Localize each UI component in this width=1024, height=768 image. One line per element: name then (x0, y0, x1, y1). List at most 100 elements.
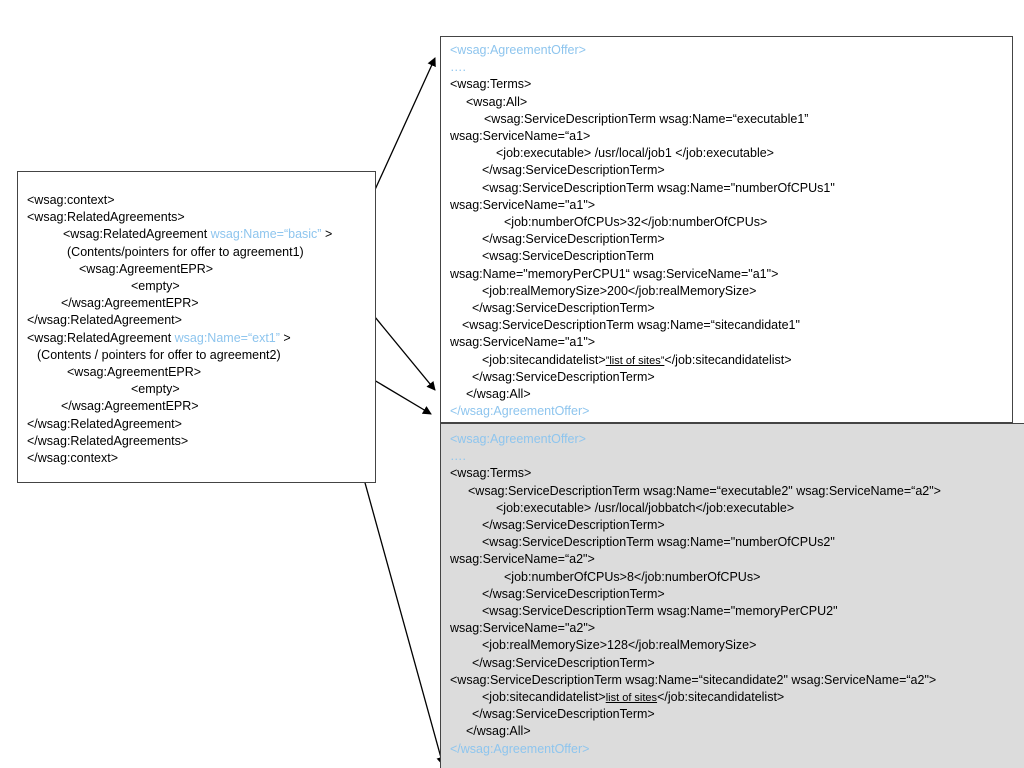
xml-text: <wsag:ServiceDescriptionTerm wsag:Name=“… (462, 318, 800, 333)
xml-text: <wsag:ServiceDescriptionTerm wsag:Name="… (482, 180, 835, 195)
xml-text: <job:executable> /usr/local/jobbatch</jo… (496, 500, 795, 515)
offer1-xml-line: </wsag:ServiceDescriptionTerm> (482, 162, 665, 179)
xml-text: <wsag:ServiceDescriptionTerm wsag:Name=“… (450, 672, 937, 687)
offer2-xml-line: wsag:ServiceName="a2"> (450, 620, 595, 637)
xml-text: <job:realMemorySize>128</job:realMemoryS… (482, 638, 757, 653)
offer1-xml-line: <job:sitecandidatelist>”list of sites”</… (482, 352, 792, 369)
context-xml-line: </wsag:AgreementEPR> (61, 295, 199, 312)
xml-text: </wsag:RelatedAgreement> (27, 416, 182, 431)
offer1-xml-line: </wsag:ServiceDescriptionTerm> (472, 369, 655, 386)
context-xml-line: <empty> (131, 278, 180, 295)
context-xml-line: </wsag:context> (27, 450, 118, 467)
context-xml-line: <wsag:context> (27, 192, 115, 209)
xml-text: wsag:Name=“ext1” (174, 330, 280, 345)
xml-text: </wsag:ServiceDescriptionTerm> (482, 518, 665, 532)
offer2-xml-line: <wsag:ServiceDescriptionTerm wsag:Name="… (482, 534, 835, 551)
xml-text: </wsag:ServiceDescriptionTerm> (472, 655, 655, 670)
xml-text: <job:executable> /usr/local/job1 </job:e… (496, 146, 774, 161)
context-xml-line: </wsag:RelatedAgreement> (27, 416, 182, 433)
agreement-offer-1-box: <wsag:AgreementOffer> …. <wsag:Terms> <wsag… (440, 36, 1013, 423)
xml-text: <job:numberOfCPUs>32</job:numberOfCPUs> (504, 215, 768, 229)
xml-text: …. (450, 60, 466, 75)
xml-text: <job:numberOfCPUs>8</job:numberOfCPUs> (504, 569, 761, 584)
offer2-xml-line: …. (450, 448, 466, 465)
offer2-xml-line: </wsag:ServiceDescriptionTerm> (472, 655, 655, 672)
offer2-xml-line: <wsag:Terms> (450, 465, 531, 482)
xml-text: </wsag:AgreementOffer> (450, 741, 590, 756)
context-xml-line: <wsag:RelatedAgreement wsag:Name=“ext1” … (27, 330, 291, 347)
xml-text: <wsag:ServiceDescriptionTerm wsag:Name=“… (468, 483, 941, 498)
xml-text: <wsag:ServiceDescriptionTerm (482, 249, 654, 264)
xml-text: </wsag:ServiceDescriptionTerm> (482, 163, 665, 178)
xml-text: <wsag:RelatedAgreement (27, 330, 175, 345)
xml-text: <wsag:context> (27, 193, 115, 207)
context-xml-line: </wsag:AgreementEPR> (61, 398, 199, 415)
context-xml-line: <wsag:AgreementEPR> (67, 364, 201, 381)
xml-text: </wsag:ServiceDescriptionTerm> (472, 301, 655, 315)
offer2-xml-line: </wsag:AgreementOffer> (450, 741, 589, 758)
context-xml-line: (Contents/pointers for offer to agreemen… (67, 244, 304, 261)
xml-text: </wsag:ServiceDescriptionTerm> (482, 232, 665, 247)
offer1-xml-line: <wsag:AgreementOffer> (450, 42, 586, 59)
xml-text: </job:sitecandidatelist> (664, 352, 792, 367)
xml-text: </wsag:ServiceDescriptionTerm> (482, 586, 665, 601)
offer1-xml-line: </wsag:AgreementOffer> (450, 403, 589, 420)
xml-text: (Contents/pointers for offer to agreemen… (67, 244, 304, 259)
xml-text: </wsag:ServiceDescriptionTerm> (472, 707, 655, 722)
site-list-link[interactable]: list of sites (605, 692, 658, 704)
offer1-xml-line: <wsag:ServiceDescriptionTerm wsag:Name=“… (462, 317, 800, 334)
offer2-xml-line: <job:numberOfCPUs>8</job:numberOfCPUs> (504, 569, 760, 586)
offer1-xml-line: <wsag:ServiceDescriptionTerm wsag:Name="… (482, 180, 835, 197)
xml-text: </wsag:AgreementEPR> (61, 399, 199, 414)
offer1-xml-line: wsag:ServiceName="a1"> (450, 197, 595, 214)
offer1-xml-line: wsag:ServiceName="a1"> (450, 334, 595, 351)
xml-text: > (279, 330, 291, 345)
context-xml-line: </wsag:RelatedAgreements> (27, 433, 188, 450)
xml-text: > (321, 227, 333, 242)
context-xml-line: <wsag:RelatedAgreement wsag:Name=“basic”… (63, 226, 332, 243)
xml-text: …. (450, 449, 466, 464)
offer2-xml-line: <job:realMemorySize>128</job:realMemoryS… (482, 637, 756, 654)
context-xml-line: </wsag:RelatedAgreement> (27, 312, 182, 329)
offer1-xml-line: </wsag:All> (466, 386, 531, 403)
xml-text: wsag:Name=“basic” (210, 227, 322, 242)
xml-text: <wsag:Terms> (450, 77, 532, 92)
offer2-xml-line: <wsag:ServiceDescriptionTerm wsag:Name=“… (468, 483, 941, 500)
xml-text: wsag:ServiceName=“a2"> (450, 552, 595, 567)
offer1-xml-line: <wsag:All> (466, 94, 527, 111)
xml-text: <wsag:AgreementEPR> (79, 261, 214, 276)
xml-text: <wsag:RelatedAgreements> (27, 210, 185, 225)
offer1-xml-line: <job:executable> /usr/local/job1 </job:e… (496, 145, 774, 162)
offer2-xml-line: <wsag:ServiceDescriptionTerm wsag:Name=“… (450, 672, 936, 689)
xml-text: </wsag:ServiceDescriptionTerm> (472, 369, 655, 384)
xml-text: <empty> (131, 279, 180, 293)
xml-text: wsag:ServiceName="a2"> (450, 621, 596, 636)
offer1-xml-line: <job:realMemorySize>200</job:realMemoryS… (482, 283, 756, 300)
xml-text: wsag:ServiceName=“a1> (450, 129, 591, 143)
xml-text: <wsag:AgreementOffer> (450, 43, 586, 57)
site-list-link[interactable]: ”list of sites” (605, 354, 665, 367)
offer1-xml-line: </wsag:ServiceDescriptionTerm> (482, 231, 665, 248)
offer2-xml-line: <wsag:ServiceDescriptionTerm wsag:Name="… (482, 603, 838, 620)
xml-text: wsag:ServiceName="a1"> (450, 197, 596, 212)
offer2-xml-line: </wsag:ServiceDescriptionTerm> (482, 517, 665, 534)
xml-text: <wsag:All> (466, 94, 528, 109)
offer2-xml-line: </wsag:ServiceDescriptionTerm> (482, 586, 665, 603)
offer1-xml-line: <wsag:ServiceDescriptionTerm (482, 248, 654, 265)
offer2-xml-line: </wsag:ServiceDescriptionTerm> (472, 706, 655, 723)
xml-text: wsag:ServiceName="a1"> (450, 335, 596, 350)
xml-text: (Contents / pointers for offer to agreem… (37, 347, 281, 362)
xml-text: <job:sitecandidatelist> (482, 352, 606, 367)
offer2-xml-line: <job:sitecandidatelist>list of sites</jo… (482, 689, 784, 706)
offer1-xml-line: <wsag:ServiceDescriptionTerm wsag:Name=“… (484, 111, 808, 128)
xml-text: <wsag:ServiceDescriptionTerm wsag:Name="… (482, 535, 835, 550)
context-xml-box: <wsag:context><wsag:RelatedAgreements><w… (17, 171, 376, 483)
xml-text: </job:sitecandidatelist> (657, 690, 785, 704)
offer1-xml-line: wsag:ServiceName=“a1> (450, 128, 590, 145)
xml-text: <wsag:AgreementOffer> (450, 432, 586, 446)
offer1-xml-line: …. (450, 59, 466, 76)
xml-text: <wsag:RelatedAgreement (63, 227, 211, 242)
xml-text: <wsag:ServiceDescriptionTerm wsag:Name=“… (484, 111, 809, 126)
xml-text: </wsag:AgreementOffer> (450, 404, 590, 419)
offer1-xml-line: <wsag:Terms> (450, 76, 531, 93)
